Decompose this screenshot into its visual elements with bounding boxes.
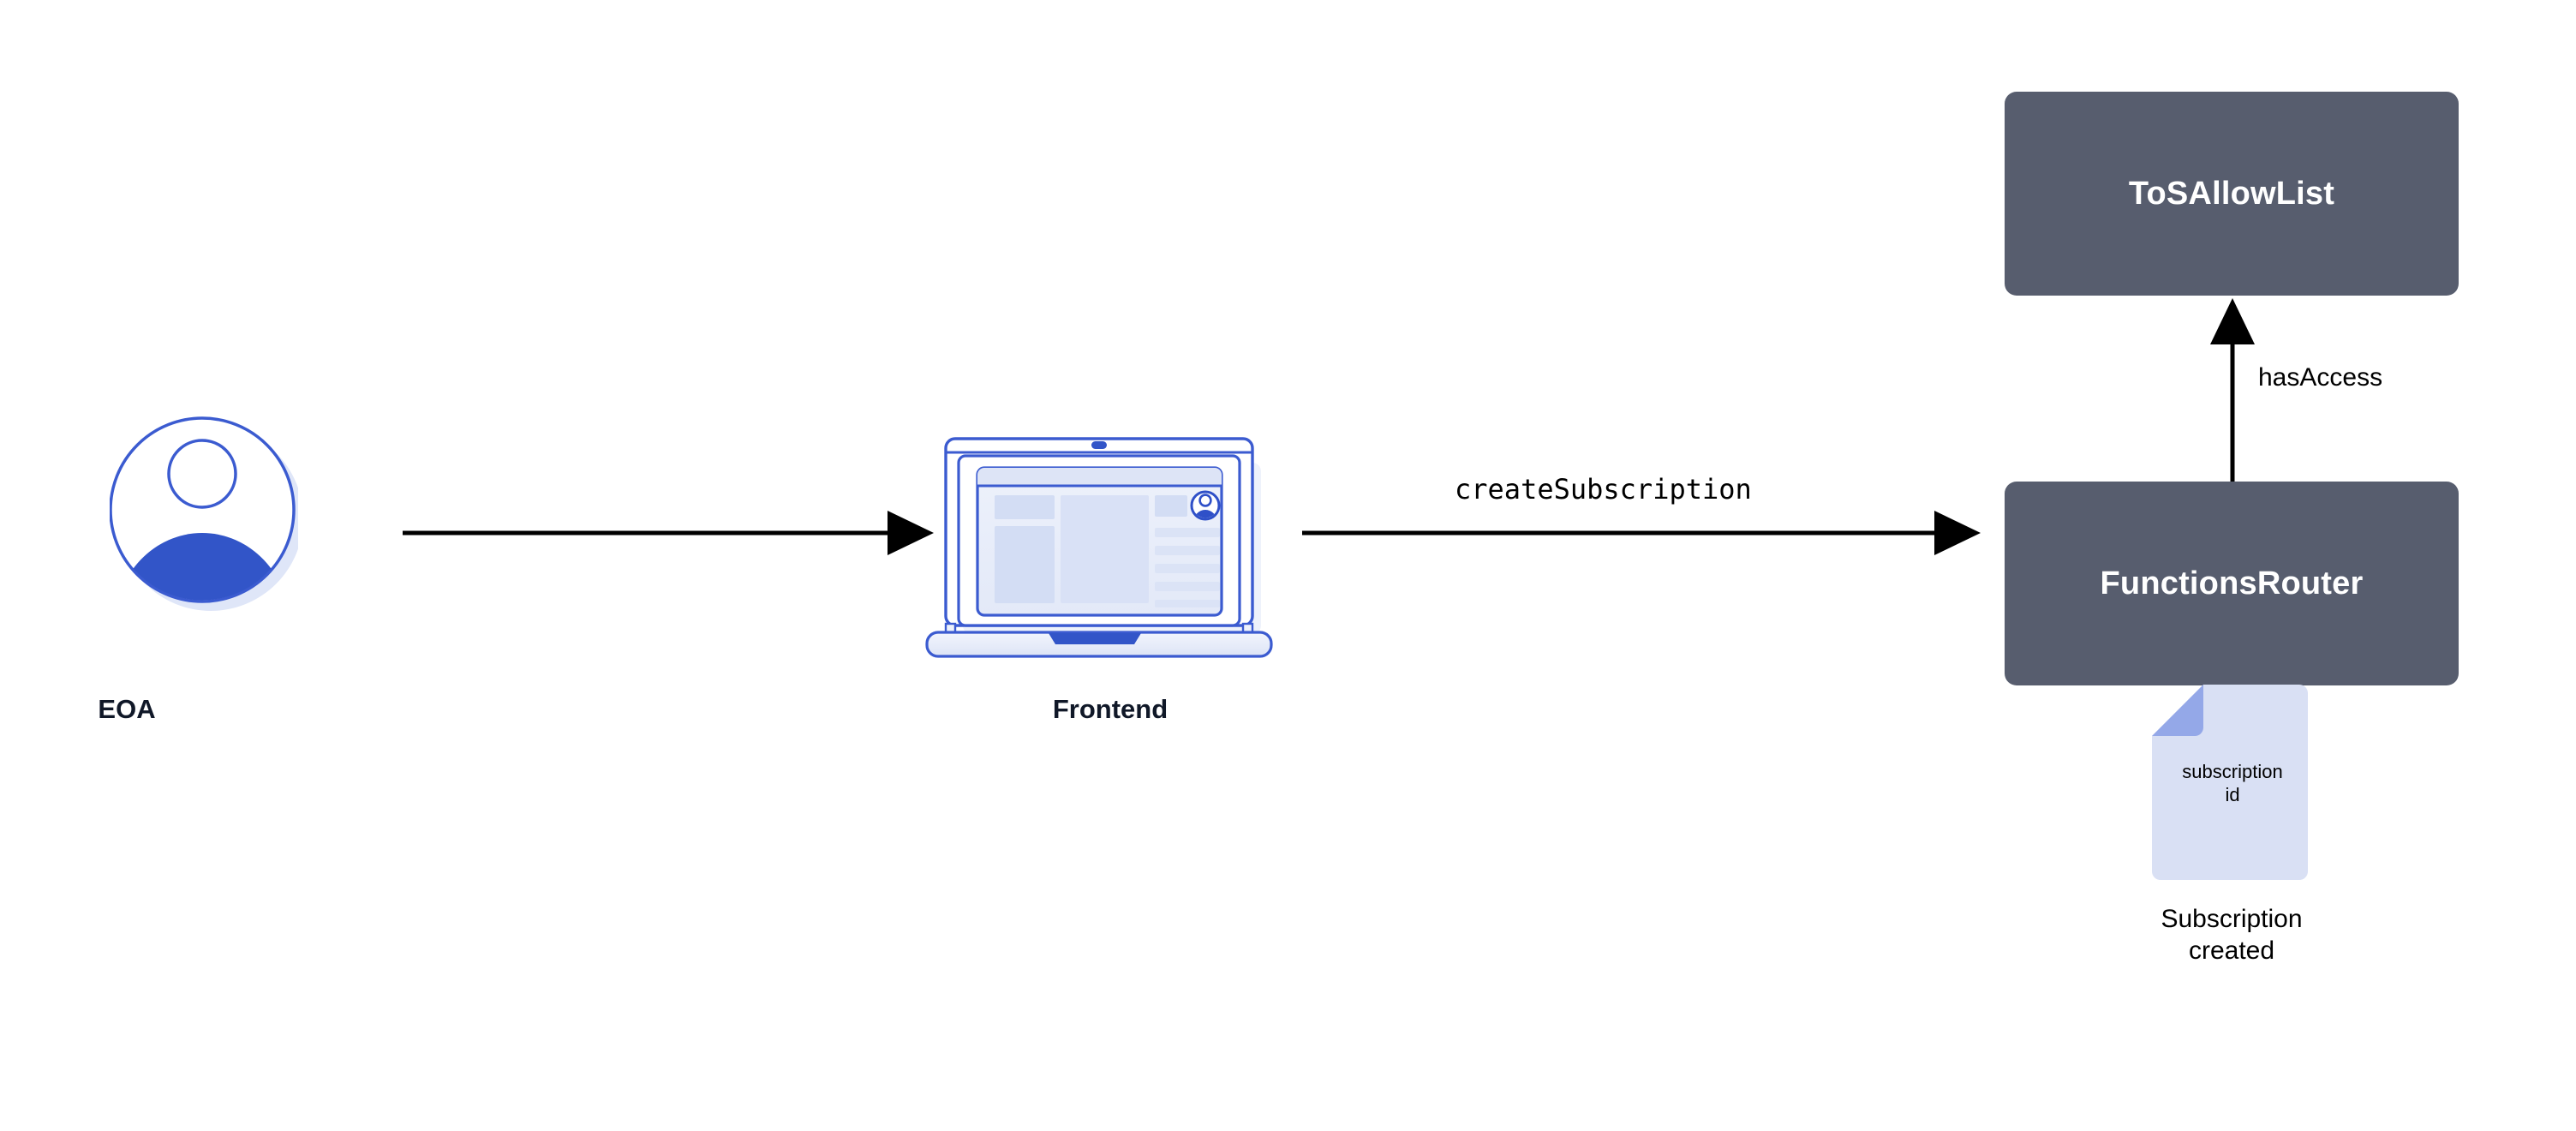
contract-box-functions-router[interactable]: FunctionsRouter [2005, 482, 2459, 685]
contract-label-functions-router: FunctionsRouter [2100, 565, 2364, 601]
laptop-icon [922, 427, 1299, 675]
document-inner-text-line2: id [2225, 783, 2240, 805]
subscription-created-line2: created [2188, 936, 2275, 965]
arrow-frontend-to-functions-router [1302, 511, 1981, 555]
contract-box-tos-allow-list[interactable]: ToSAllowList [2005, 92, 2459, 296]
eoa-label: EOA [98, 694, 156, 724]
edge-label-create-subscription: createSubscription [1455, 473, 1752, 506]
document-inner-text-line1: subscription [2182, 761, 2283, 782]
arrow-eoa-to-frontend [403, 511, 934, 555]
subscription-created-caption: Subscription created [2090, 904, 2373, 966]
user-avatar-icon [109, 411, 303, 634]
edge-label-has-access: hasAccess [2258, 363, 2383, 392]
arrow-functions-router-to-tos-allow-list [2210, 298, 2255, 482]
document-inner-text: subscription id [2142, 761, 2323, 807]
document-icon [2149, 681, 2316, 887]
subscription-created-line1: Subscription [2161, 905, 2303, 933]
frontend-label: Frontend [1052, 694, 1168, 724]
contract-label-tos-allow-list: ToSAllowList [2128, 175, 2335, 212]
